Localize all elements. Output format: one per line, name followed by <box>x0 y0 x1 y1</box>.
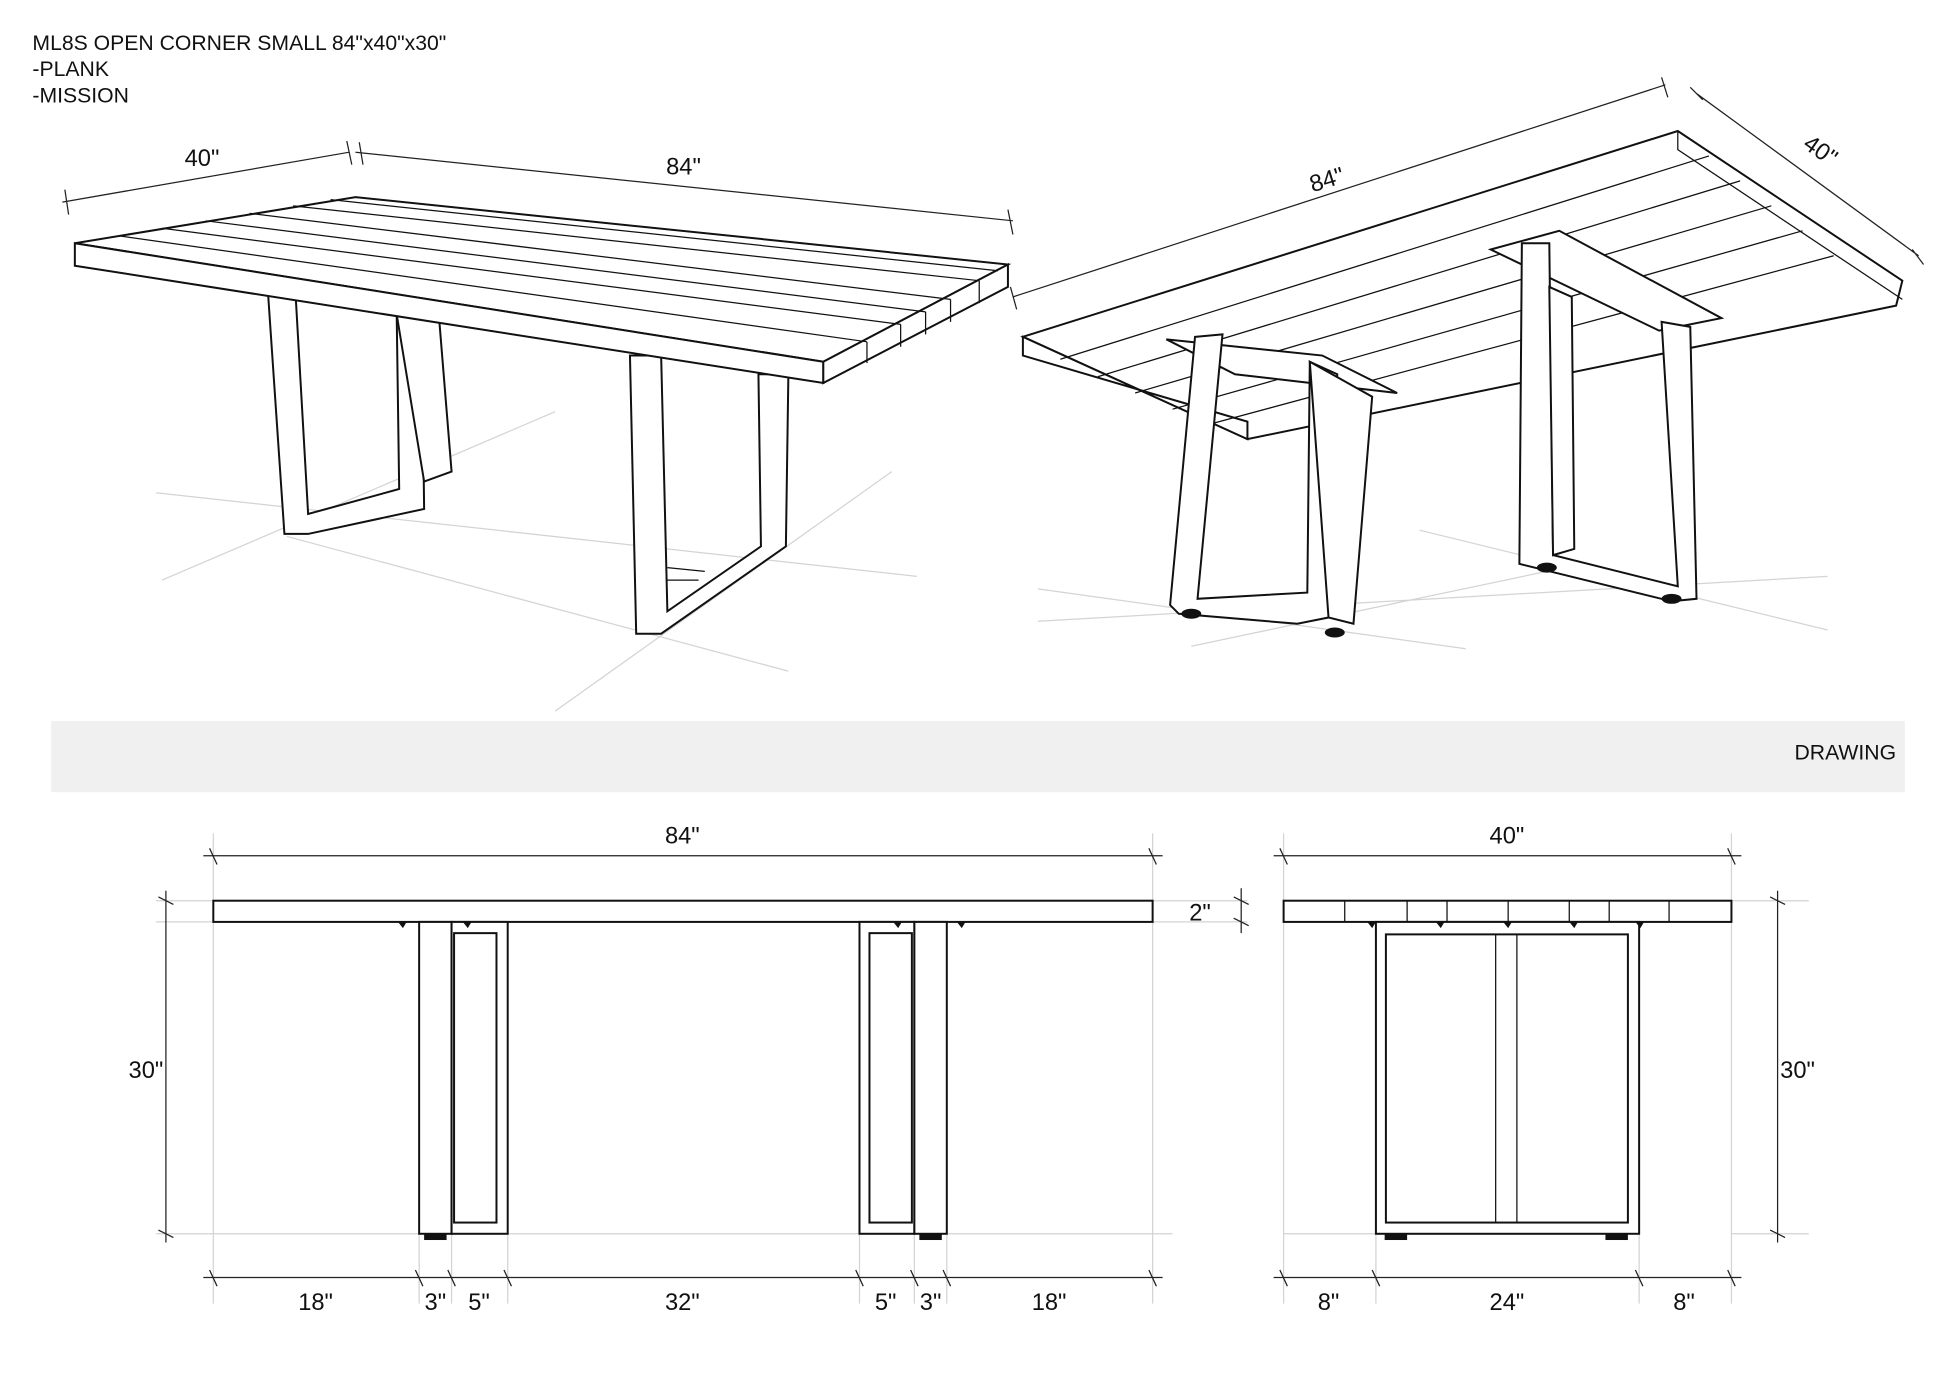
title-top-type: -PLANK <box>32 58 109 81</box>
title-model: ML8S OPEN CORNER SMALL 84"x40"x30" <box>32 32 446 55</box>
foot-glide-icon <box>1324 627 1345 638</box>
side-dim-3: 8" <box>1673 1290 1695 1316</box>
foot-glide-icon <box>1181 608 1202 619</box>
front-dim-2: 3" <box>425 1290 447 1316</box>
side-width-label: 40" <box>1490 823 1525 849</box>
underside-width-label: 40" <box>1798 130 1841 171</box>
side-dim-2: 24" <box>1490 1290 1525 1316</box>
front-dim-6: 3" <box>920 1290 942 1316</box>
front-dim-3: 5" <box>468 1290 490 1316</box>
foot-glide-icon <box>1661 593 1682 604</box>
perspective-length-label: 84" <box>666 155 701 181</box>
perspective-width-label: 40" <box>185 146 220 172</box>
foot-glide-icon <box>1536 562 1557 573</box>
underside-length-label: 84" <box>1307 163 1348 198</box>
title-leg-type: -MISSION <box>32 84 129 107</box>
section-band-label: DRAWING <box>1794 742 1896 765</box>
perspective-view-front: 40" 84" <box>62 140 1014 712</box>
side-height-label: 30" <box>1780 1058 1815 1084</box>
front-dim-7: 18" <box>1032 1290 1067 1316</box>
front-dim-4: 32" <box>665 1290 700 1316</box>
front-height-label: 30" <box>129 1058 164 1084</box>
side-dim-1: 8" <box>1318 1290 1340 1316</box>
title-block: ML8S OPEN CORNER SMALL 84"x40"x30" -PLAN… <box>32 32 446 107</box>
front-length-label: 84" <box>665 823 700 849</box>
front-elevation: 84" 30" 2" 18" 3" 5" 32" 5" 3" 18" <box>129 823 1249 1316</box>
front-dim-5: 5" <box>875 1290 897 1316</box>
side-elevation: 40" 30" 8" 24" 8" <box>1273 823 1815 1316</box>
section-band: DRAWING <box>51 721 1905 793</box>
perspective-view-underside: 84" 40" <box>1009 77 1925 650</box>
top-thickness-label: 2" <box>1189 901 1211 927</box>
front-dim-1: 18" <box>298 1290 333 1316</box>
